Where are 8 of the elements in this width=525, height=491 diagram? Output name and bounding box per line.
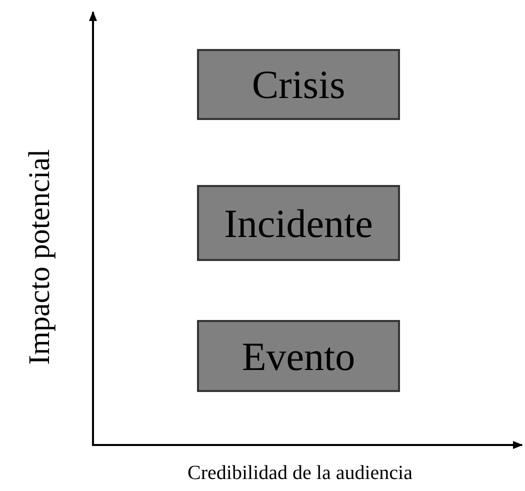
level-box xyxy=(197,320,400,392)
level-label: Evento xyxy=(242,332,356,380)
level-label: Incidente xyxy=(224,200,373,246)
level-label: Crisis xyxy=(252,61,346,108)
level-box xyxy=(197,49,400,120)
x-axis-title: Credibilidad de la audiencia xyxy=(188,462,412,484)
y-axis-title: Impacto potencial xyxy=(23,149,57,365)
level-box xyxy=(197,185,400,261)
